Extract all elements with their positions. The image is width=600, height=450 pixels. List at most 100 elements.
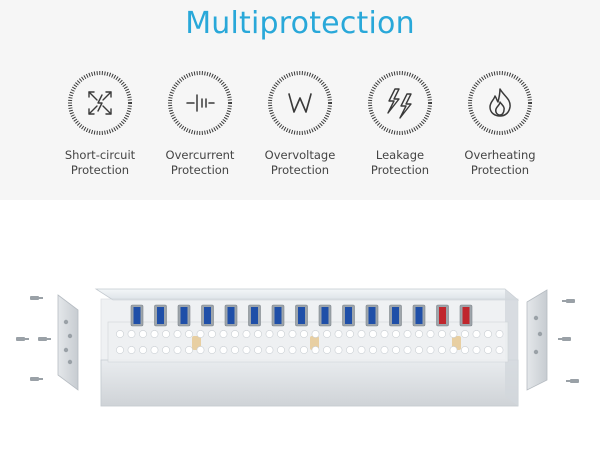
board-hole	[231, 346, 239, 354]
board-hole	[173, 330, 182, 338]
hub-body	[94, 288, 520, 407]
board-hole	[438, 330, 446, 338]
feature-list: Short-circuit Protection Overcurrent Pro…	[0, 70, 600, 190]
usb-port	[224, 304, 238, 327]
board-hole	[196, 330, 205, 338]
board-hole	[415, 330, 423, 338]
board-hole	[150, 346, 159, 354]
board-hole	[185, 346, 193, 354]
usb-port	[154, 304, 167, 327]
board-hole	[300, 330, 308, 338]
board-hole	[150, 330, 159, 338]
board-hole	[495, 330, 504, 338]
board-hole	[472, 330, 481, 338]
board-hole	[231, 330, 239, 338]
board-hole	[369, 330, 377, 338]
usb-hub-illustration	[16, 288, 579, 407]
board-hole	[139, 346, 147, 354]
usb-port	[130, 304, 144, 327]
board-hole	[438, 346, 446, 354]
usb-hub-exploded-view	[0, 210, 600, 450]
usb-port-charging	[436, 304, 449, 327]
page-title: Multiprotection	[185, 6, 415, 41]
feature-label: Overvoltage Protection	[264, 148, 336, 177]
board-hole	[334, 330, 343, 338]
board-hole	[219, 346, 228, 354]
board-hole	[346, 346, 354, 354]
usb-ports	[130, 304, 473, 327]
board-hole	[288, 330, 297, 338]
usb-port	[412, 304, 426, 327]
feature-overvoltage: Overvoltage Protection	[245, 70, 355, 178]
board-hole	[323, 346, 331, 354]
feature-short-circuit: Short-circuit Protection	[45, 70, 155, 178]
board-hole	[449, 330, 458, 338]
board-hole	[357, 346, 366, 354]
board-hole	[162, 330, 170, 338]
board-hole	[162, 346, 170, 354]
usb-port	[177, 304, 191, 327]
right-end-plate	[526, 289, 548, 391]
feature-label: Leakage Protection	[370, 148, 430, 177]
board-hole	[357, 330, 366, 338]
usb-port	[342, 304, 355, 327]
usb-port	[365, 304, 379, 327]
feature-leakage: Leakage Protection	[345, 70, 455, 178]
board-hole	[311, 330, 320, 338]
board-hole	[461, 330, 469, 338]
overvoltage-icon	[268, 71, 332, 135]
board-hole	[334, 346, 343, 354]
board-hole	[254, 346, 262, 354]
usb-port	[389, 304, 402, 327]
board-hole	[208, 346, 216, 354]
right-screws	[558, 299, 579, 383]
leakage-icon	[368, 71, 432, 135]
board-hole	[242, 346, 251, 354]
left-end-plate	[57, 294, 79, 391]
board-hole	[380, 330, 389, 338]
board-hole	[277, 346, 285, 354]
board-hole	[219, 330, 228, 338]
usb-port	[318, 304, 332, 327]
feature-label: Overheating Protection	[464, 148, 536, 177]
board-hole	[300, 346, 308, 354]
board-hole	[461, 346, 469, 354]
board-hole	[127, 346, 136, 354]
overcurrent-icon	[168, 71, 232, 135]
board-hole	[116, 346, 124, 354]
board-hole	[392, 346, 400, 354]
board-hole	[495, 346, 504, 354]
board-hole	[173, 346, 182, 354]
board-hole	[484, 330, 492, 338]
board-hole	[242, 330, 251, 338]
usb-port-charging	[459, 304, 473, 327]
left-screws	[16, 296, 51, 381]
board-hole	[426, 346, 435, 354]
board-hole	[415, 346, 423, 354]
board-hole	[472, 346, 481, 354]
board-hole	[196, 346, 205, 354]
board-hole	[265, 330, 274, 338]
usb-port	[271, 304, 285, 327]
board-hole	[426, 330, 435, 338]
board-hole	[116, 330, 124, 338]
board-holes	[116, 330, 504, 354]
board-hole	[185, 330, 193, 338]
board-hole	[127, 330, 136, 338]
board-hole	[208, 330, 216, 338]
feature-label: Short-circuit Protection	[64, 148, 136, 177]
board-hole	[403, 330, 412, 338]
usb-port	[248, 304, 261, 327]
board-hole	[380, 346, 389, 354]
usb-port	[295, 304, 308, 327]
board-hole	[484, 346, 492, 354]
board-hole	[403, 346, 412, 354]
feature-label: Overcurrent Protection	[165, 148, 235, 177]
usb-port	[201, 304, 214, 327]
board-hole	[288, 346, 297, 354]
board-hole	[139, 330, 147, 338]
board-hole	[392, 330, 400, 338]
board-hole	[254, 330, 262, 338]
short-circuit-icon	[68, 71, 132, 135]
board-hole	[449, 346, 458, 354]
